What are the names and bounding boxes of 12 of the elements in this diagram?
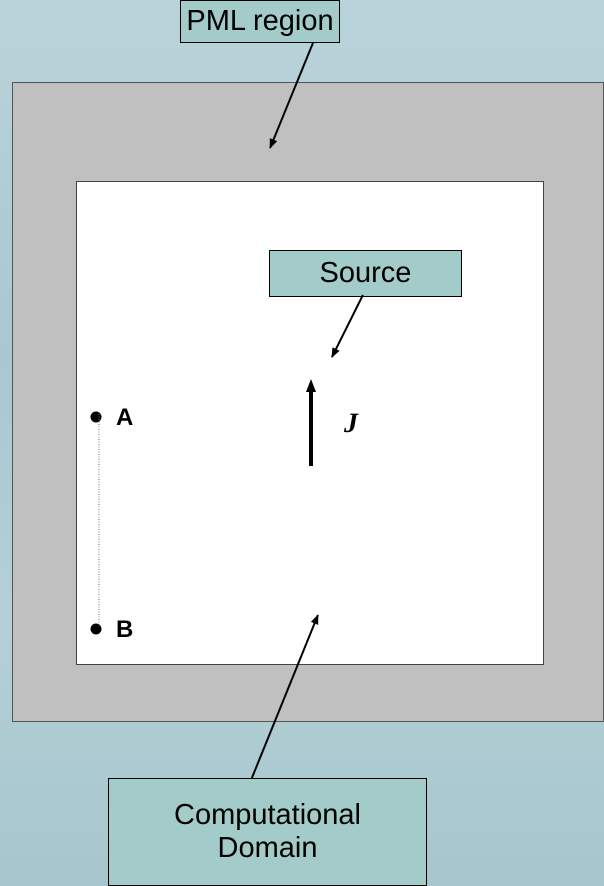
dotted-line	[98, 414, 100, 628]
leader-arrow	[331, 294, 364, 358]
callout-box: Computational Domain	[108, 778, 427, 886]
leader-arrow	[269, 42, 314, 149]
vector-label: J	[344, 408, 358, 440]
callout-box: Source	[269, 250, 462, 297]
leader-arrow	[250, 614, 319, 778]
point-label: A	[116, 404, 134, 432]
callout-box: PML region	[180, 0, 340, 43]
pml-region-frame	[12, 82, 604, 722]
point-label: B	[116, 616, 134, 644]
domain-area	[76, 181, 544, 665]
